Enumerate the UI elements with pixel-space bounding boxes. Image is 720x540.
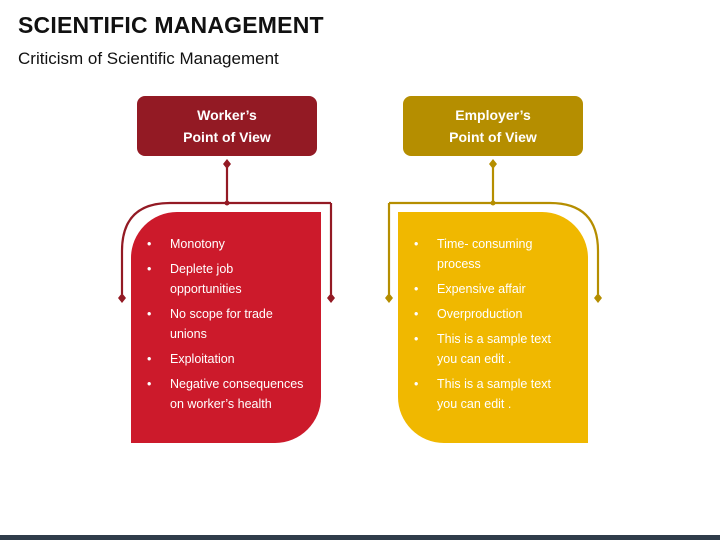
list-item-line: Monotony bbox=[170, 237, 225, 251]
list-item-line: on worker’s health bbox=[170, 397, 272, 411]
worker-junction-dot bbox=[224, 200, 230, 206]
bullet-icon: • bbox=[414, 307, 419, 321]
employers-header-box: Employer’s Point of View bbox=[403, 96, 583, 156]
list-item-line: Exploitation bbox=[170, 352, 235, 366]
list-item-line: process bbox=[437, 257, 481, 271]
employer-junction-dot bbox=[490, 200, 496, 206]
employers-header-line2: Point of View bbox=[449, 129, 537, 145]
list-item-line: No scope for trade bbox=[170, 307, 273, 321]
bullet-icon: • bbox=[414, 282, 419, 296]
list-item-line: you can edit . bbox=[437, 397, 512, 411]
list-item: • This is a sample text you can edit . bbox=[413, 329, 578, 369]
bullet-icon: • bbox=[147, 307, 152, 321]
footer-bar bbox=[0, 535, 720, 540]
list-item-line: Negative consequences bbox=[170, 377, 304, 391]
employer-left-diamond bbox=[385, 293, 393, 303]
list-item: • Expensive affair bbox=[413, 279, 578, 299]
list-item-line: Time- consuming bbox=[437, 237, 533, 251]
list-item-line: Expensive affair bbox=[437, 282, 526, 296]
bullet-icon: • bbox=[147, 237, 152, 251]
list-item-line: you can edit . bbox=[437, 352, 512, 366]
workers-header-line1: Worker’s bbox=[197, 107, 257, 123]
employer-connector-dots bbox=[385, 159, 602, 303]
list-item: • Time- consuming process bbox=[413, 234, 578, 274]
list-item-line: This is a sample text bbox=[437, 332, 551, 346]
worker-connector-dots bbox=[118, 159, 335, 303]
bullet-icon: • bbox=[414, 377, 419, 391]
list-item: • Monotony bbox=[146, 234, 311, 254]
workers-header-box: Worker’s Point of View bbox=[137, 96, 317, 156]
worker-right-diamond bbox=[327, 293, 335, 303]
bullet-icon: • bbox=[147, 352, 152, 366]
bullet-icon: • bbox=[414, 332, 419, 346]
list-item: • Overproduction bbox=[413, 304, 578, 324]
list-item: • No scope for trade unions bbox=[146, 304, 311, 344]
employers-header-line1: Employer’s bbox=[455, 107, 531, 123]
list-item-line: unions bbox=[170, 327, 207, 341]
workers-card: • Monotony • Deplete job opportunities •… bbox=[131, 212, 321, 443]
list-item-line: opportunities bbox=[170, 282, 242, 296]
employers-list: • Time- consuming process • Expensive af… bbox=[413, 234, 578, 414]
list-item: • Deplete job opportunities bbox=[146, 259, 311, 299]
employer-right-diamond bbox=[594, 293, 602, 303]
workers-header-line2: Point of View bbox=[183, 129, 271, 145]
worker-left-diamond bbox=[118, 293, 126, 303]
employer-connector bbox=[387, 164, 600, 294]
employer-top-diamond bbox=[489, 159, 497, 169]
list-item: • Negative consequences on worker’s heal… bbox=[146, 374, 311, 414]
bullet-icon: • bbox=[147, 377, 152, 391]
bullet-icon: • bbox=[414, 237, 419, 251]
worker-connector bbox=[120, 164, 333, 294]
employers-card: • Time- consuming process • Expensive af… bbox=[398, 212, 588, 443]
list-item-line: Overproduction bbox=[437, 307, 523, 321]
page-subtitle: Criticism of Scientific Management bbox=[18, 49, 279, 68]
list-item-line: Deplete job bbox=[170, 262, 234, 276]
page-title: SCIENTIFIC MANAGEMENT bbox=[18, 12, 324, 38]
list-item: • Exploitation bbox=[146, 349, 311, 369]
worker-top-diamond bbox=[223, 159, 231, 169]
list-item: • This is a sample text you can edit . bbox=[413, 374, 578, 414]
list-item-line: This is a sample text bbox=[437, 377, 551, 391]
workers-list: • Monotony • Deplete job opportunities •… bbox=[146, 234, 311, 414]
bullet-icon: • bbox=[147, 262, 152, 276]
